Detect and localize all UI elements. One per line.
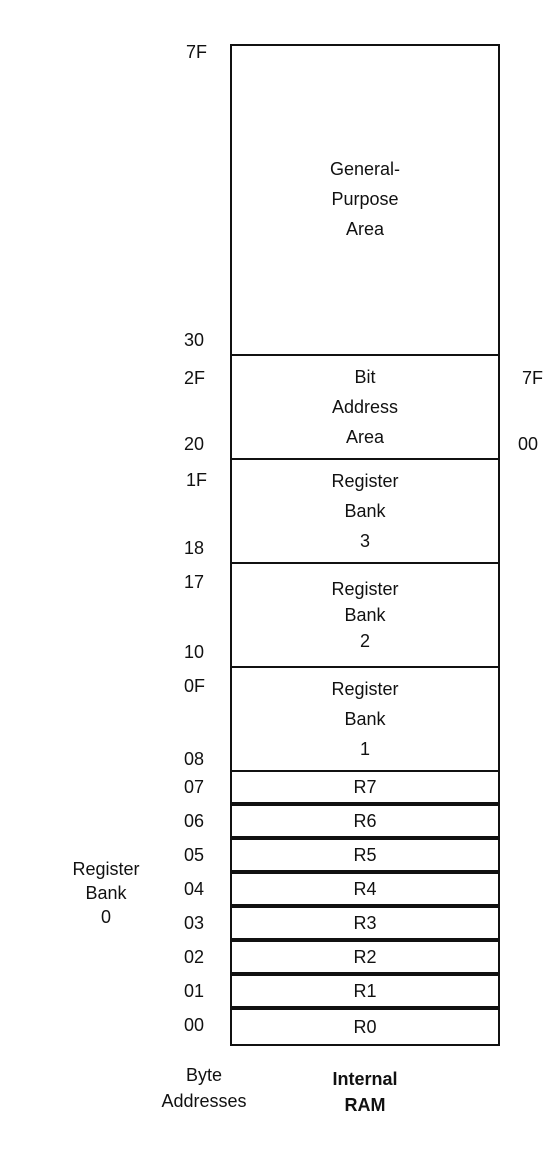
block-line: R4	[353, 879, 377, 899]
address-label: 04	[184, 879, 205, 899]
block-line: 3	[359, 531, 370, 551]
address-label: 02	[184, 947, 205, 967]
block-line: Bit	[354, 367, 376, 387]
block-line: R5	[353, 845, 377, 865]
block-r2: R2	[230, 940, 500, 974]
block-r1: R1	[230, 974, 500, 1008]
block-line: R0	[353, 1017, 377, 1037]
block-line: R6	[353, 811, 377, 831]
caption-line: Byte	[185, 1065, 223, 1085]
register-bank-0-line: Bank	[85, 883, 127, 903]
block-line: 2	[359, 631, 370, 651]
register-bank-0-line: Register	[72, 859, 140, 879]
register-bank-0-line: 0	[100, 907, 111, 927]
block-line: Address	[331, 397, 399, 417]
address-label: 18	[184, 538, 205, 558]
block-line: Register	[331, 579, 399, 599]
block-general-purpose: General- Purpose Area	[230, 44, 500, 356]
bit-address-label: 00	[518, 434, 539, 454]
caption-line: RAM	[344, 1095, 386, 1115]
block-r0: R0	[230, 1008, 500, 1046]
address-label: 08	[184, 749, 205, 769]
block-line: Bank	[344, 605, 386, 625]
block-line: R3	[353, 913, 377, 933]
address-label: 17	[184, 572, 205, 592]
address-label: 07	[184, 777, 205, 797]
block-line: R7	[353, 777, 377, 797]
bit-address-label: 7F	[522, 368, 544, 388]
block-r3: R3	[230, 906, 500, 940]
address-label: 05	[184, 845, 205, 865]
block-line: R2	[353, 947, 377, 967]
address-label: 20	[184, 434, 205, 454]
block-line: R1	[353, 981, 377, 1001]
block-r4: R4	[230, 872, 500, 906]
address-label: 7F	[186, 42, 208, 62]
address-label: 06	[184, 811, 205, 831]
register-bank-0-label: Register Bank 0	[58, 857, 154, 929]
block-r7: R7	[230, 770, 500, 804]
block-line: 1	[359, 739, 370, 759]
block-line: Bank	[344, 709, 386, 729]
block-bit-address: Bit Address Area	[230, 354, 500, 460]
block-line: General-	[329, 159, 401, 179]
internal-ram-caption: Internal RAM	[310, 1066, 420, 1118]
block-line: Area	[345, 427, 385, 447]
address-label: 1F	[186, 470, 208, 490]
block-line: Register	[331, 679, 399, 699]
address-label: 0F	[184, 676, 206, 696]
caption-line: Internal	[332, 1069, 398, 1089]
address-label: 10	[184, 642, 205, 662]
block-register-bank-2: Register Bank 2	[230, 562, 500, 668]
address-label: 01	[184, 981, 205, 1001]
block-line: Area	[345, 219, 385, 239]
block-line: Purpose	[331, 189, 399, 209]
byte-addresses-caption: Byte Addresses	[146, 1062, 262, 1114]
block-register-bank-3: Register Bank 3	[230, 458, 500, 564]
block-line: Register	[331, 471, 399, 491]
block-line: Bank	[344, 501, 386, 521]
block-r5: R5	[230, 838, 500, 872]
block-register-bank-1: Register Bank 1	[230, 666, 500, 772]
address-label: 2F	[184, 368, 206, 388]
address-label: 03	[184, 913, 205, 933]
address-label: 00	[184, 1015, 205, 1035]
caption-line: Addresses	[161, 1091, 247, 1111]
block-r6: R6	[230, 804, 500, 838]
address-label: 30	[184, 330, 205, 350]
